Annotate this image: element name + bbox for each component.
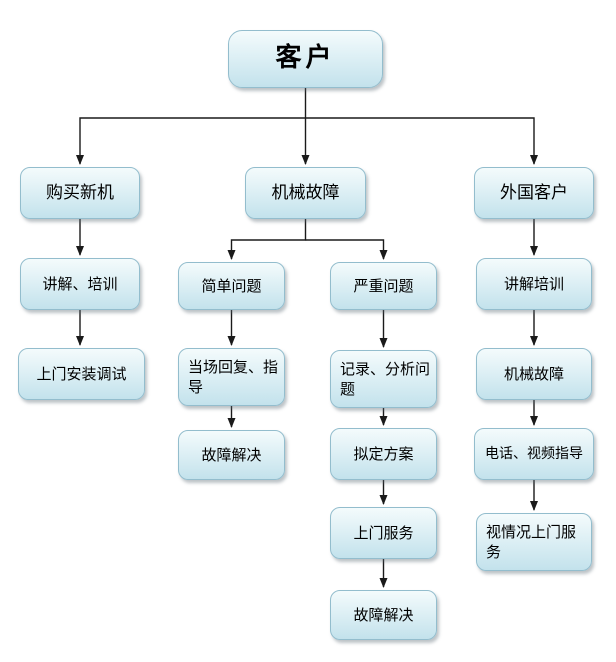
node-label: 客户 [275, 43, 336, 74]
node-label: 故障解决 [201, 445, 262, 464]
node-label: 故障解决 [353, 605, 414, 624]
node-simple-issue: 简单问题 [178, 262, 285, 310]
node-mechanical-fault: 机械故障 [245, 167, 366, 219]
node-label: 机械故障 [271, 182, 340, 203]
node-label: 记录、分析问题 [340, 359, 431, 398]
node-phone-video-guide: 电话、视频指导 [474, 428, 594, 480]
edge-customer-buynew [76, 117, 306, 165]
edge-mechfault-simple [227, 219, 307, 260]
node-mechanical-fault-foreign: 机械故障 [476, 348, 592, 400]
node-label: 外国客户 [500, 182, 568, 203]
node-record-analyze-issue: 记录、分析问题 [330, 350, 437, 408]
node-explain-training: 讲解、培训 [20, 258, 140, 310]
edge-mechfault-serious [305, 239, 388, 260]
node-label: 严重问题 [353, 276, 414, 295]
node-fault-resolved-serious: 故障解决 [330, 590, 437, 640]
node-label: 当场回复、指导 [188, 357, 279, 396]
node-onsite-service: 上门服务 [330, 507, 437, 559]
node-draft-plan: 拟定方案 [330, 428, 437, 480]
node-serious-issue: 严重问题 [330, 262, 437, 310]
node-label: 电话、视频指导 [485, 445, 583, 462]
node-label: 上门安装调试 [36, 364, 127, 383]
node-label: 机械故障 [503, 364, 564, 383]
node-onsite-reply-guide: 当场回复、指导 [178, 348, 285, 406]
node-buy-new-machine: 购买新机 [20, 167, 140, 219]
node-label: 讲解、培训 [42, 274, 118, 293]
node-onsite-install-debug: 上门安装调试 [18, 348, 145, 400]
node-fault-resolved-simple: 故障解决 [178, 430, 285, 480]
node-label: 上门服务 [353, 523, 414, 542]
node-customer: 客户 [228, 30, 383, 88]
node-label: 简单问题 [201, 276, 262, 295]
edge-customer-foreign [305, 117, 538, 165]
node-label: 视情况上门服务 [486, 522, 577, 561]
node-label: 拟定方案 [353, 444, 414, 463]
node-label: 讲解培训 [503, 274, 564, 293]
node-label: 购买新机 [46, 182, 114, 203]
node-foreign-customer: 外国客户 [474, 167, 594, 219]
node-onsite-service-as-needed: 视情况上门服务 [476, 513, 592, 571]
node-explain-training-foreign: 讲解培训 [476, 258, 592, 310]
